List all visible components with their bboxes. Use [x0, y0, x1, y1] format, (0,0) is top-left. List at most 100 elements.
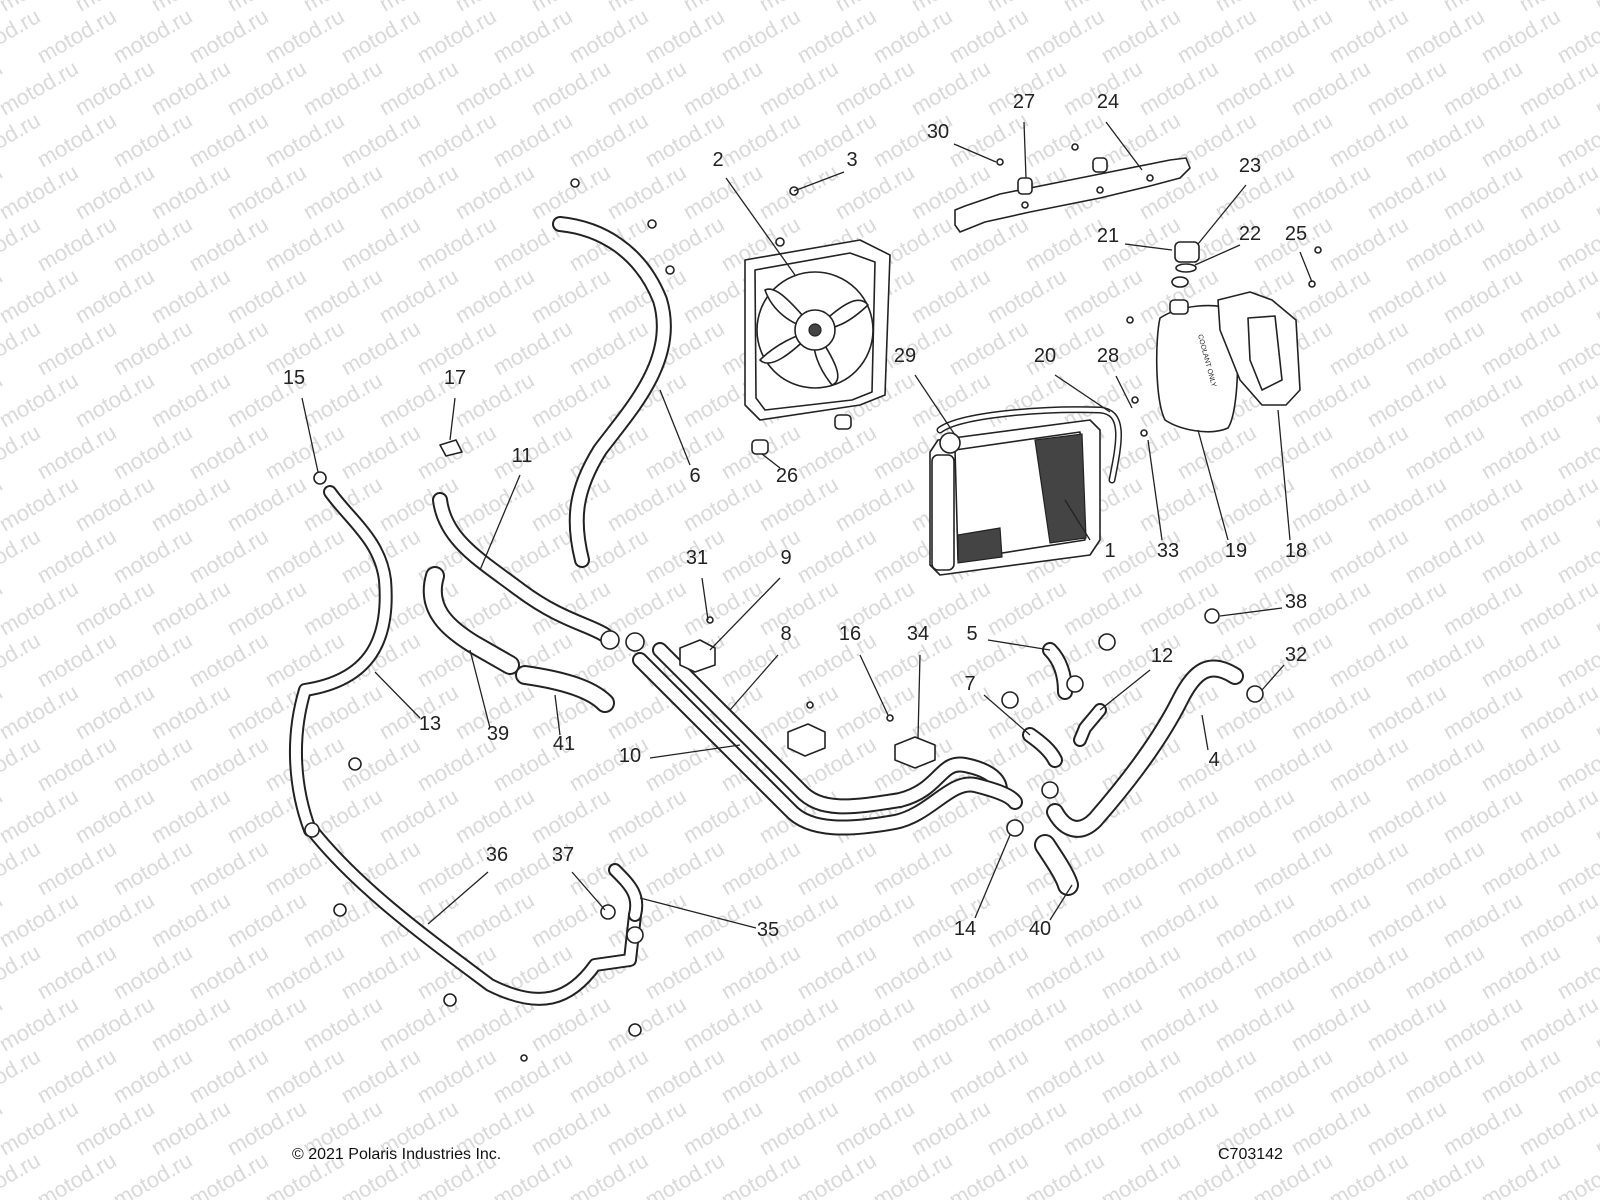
watermark-text: motod.ru: [755, 55, 843, 120]
watermark-text: motod.ru: [603, 575, 691, 640]
leader-line-37: [571, 871, 606, 911]
callout-11: 11: [512, 445, 533, 467]
watermark-text: motod.ru: [1173, 3, 1261, 68]
watermark-text: motod.ru: [1439, 887, 1527, 952]
watermark-text: motod.ru: [831, 679, 919, 744]
watermark-text: motod.ru: [717, 939, 805, 1004]
watermark-text: motod.ru: [603, 0, 691, 16]
watermark-text: motod.ru: [1021, 1043, 1109, 1108]
watermark-text: motod.ru: [869, 939, 957, 1004]
callout-35: 35: [757, 919, 779, 941]
watermark-text: motod.ru: [223, 159, 311, 224]
watermark-text: motod.ru: [375, 159, 463, 224]
callout-28: 28: [1097, 345, 1119, 367]
watermark-text: motod.ru: [603, 159, 691, 224]
grommet-27: [1017, 177, 1033, 195]
watermark-text: motod.ru: [223, 991, 311, 1056]
leader-line-21: [1124, 243, 1173, 251]
watermark-text: motod.ru: [717, 107, 805, 172]
leader-line-24: [1105, 121, 1143, 171]
watermark-text: motod.ru: [1515, 783, 1600, 848]
watermark-text: motod.ru: [299, 55, 387, 120]
watermark-text: motod.ru: [1325, 107, 1413, 172]
watermark-text: motod.ru: [793, 3, 881, 68]
fastener: [570, 178, 580, 188]
callout-36: 36: [486, 844, 508, 866]
watermark-text: motod.ru: [1439, 0, 1527, 16]
watermark-text: motod.ru: [451, 0, 539, 16]
leader-line-28: [1115, 375, 1133, 409]
watermark-text: motod.ru: [1287, 263, 1375, 328]
watermark-text: motod.ru: [109, 1147, 197, 1200]
watermark-text: motod.ru: [1439, 159, 1527, 224]
watermark-text: motod.ru: [1477, 315, 1565, 380]
watermark-text: motod.ru: [793, 835, 881, 900]
watermark-text: motod.ru: [33, 731, 121, 796]
watermark-text: motod.ru: [33, 107, 121, 172]
watermark-text: motod.ru: [185, 523, 273, 588]
watermark-text: motod.ru: [1135, 783, 1223, 848]
watermark-text: motod.ru: [1591, 0, 1600, 16]
watermark-text: motod.ru: [1401, 835, 1489, 900]
watermark-text: motod.ru: [1477, 939, 1565, 1004]
watermark-text: motod.ru: [413, 3, 501, 68]
watermark-text: motod.ru: [185, 315, 273, 380]
watermark-text: motod.ru: [1553, 523, 1600, 588]
watermark-text: motod.ru: [337, 3, 425, 68]
watermark-text: motod.ru: [0, 471, 82, 536]
reservoir-cap: [1174, 241, 1200, 263]
watermark-text: motod.ru: [1363, 471, 1451, 536]
watermark-text: motod.ru: [1135, 471, 1223, 536]
callout-38: 38: [1285, 591, 1307, 613]
leader-line-40: [1049, 884, 1073, 921]
leader-line-38: [1219, 607, 1283, 617]
watermark-text: motod.ru: [1553, 939, 1600, 1004]
watermark-text: motod.ru: [1401, 523, 1489, 588]
watermark-text: motod.ru: [1401, 939, 1489, 1004]
watermark-text: motod.ru: [793, 939, 881, 1004]
parts-layer: COOLANT ONLY: [288, 143, 1322, 1062]
watermark-text: motod.ru: [1173, 939, 1261, 1004]
watermark-text: motod.ru: [679, 783, 767, 848]
watermark-text: motod.ru: [1439, 679, 1527, 744]
watermark-text: motod.ru: [375, 55, 463, 120]
watermark-text: motod.ru: [565, 107, 653, 172]
watermark-text: motod.ru: [831, 471, 919, 536]
leader-line-1: [1064, 499, 1091, 541]
watermark-text: motod.ru: [1097, 835, 1185, 900]
watermark-text: motod.ru: [1553, 1043, 1600, 1108]
leader-line-26: [761, 453, 781, 469]
watermark-text: motod.ru: [489, 419, 577, 484]
watermark-text: motod.ru: [1325, 315, 1413, 380]
watermark-text: motod.ru: [375, 783, 463, 848]
bracket-hole: [1021, 201, 1029, 209]
watermark-text: motod.ru: [337, 315, 425, 380]
watermark-text: motod.ru: [1325, 731, 1413, 796]
leader-line-8: [729, 654, 779, 711]
fastener: [996, 158, 1004, 166]
watermark-text: motod.ru: [983, 1095, 1071, 1160]
watermark-text: motod.ru: [299, 991, 387, 1056]
watermark-text: motod.ru: [185, 419, 273, 484]
watermark-text: motod.ru: [1059, 575, 1147, 640]
watermark-text: motod.ru: [1553, 3, 1600, 68]
watermark-text: motod.ru: [1325, 1147, 1413, 1200]
watermark-text: motod.ru: [109, 211, 197, 276]
watermark-text: motod.ru: [1211, 0, 1299, 16]
watermark-text: motod.ru: [603, 887, 691, 952]
watermark-text: motod.ru: [755, 0, 843, 16]
watermark-text: motod.ru: [1287, 0, 1375, 16]
fastener: [1071, 143, 1079, 151]
watermark-text: motod.ru: [1135, 887, 1223, 952]
watermark-text: motod.ru: [755, 471, 843, 536]
watermark-text: motod.ru: [1439, 367, 1527, 432]
watermark-text: motod.ru: [223, 575, 311, 640]
watermark-text: motod.ru: [33, 939, 121, 1004]
watermark-text: motod.ru: [71, 991, 159, 1056]
watermark-text: motod.ru: [261, 835, 349, 900]
watermark-text: motod.ru: [451, 55, 539, 120]
watermark-text: motod.ru: [1021, 3, 1109, 68]
radiator: [929, 419, 1101, 576]
watermark-text: motod.ru: [299, 575, 387, 640]
watermark-text: motod.ru: [717, 1147, 805, 1200]
